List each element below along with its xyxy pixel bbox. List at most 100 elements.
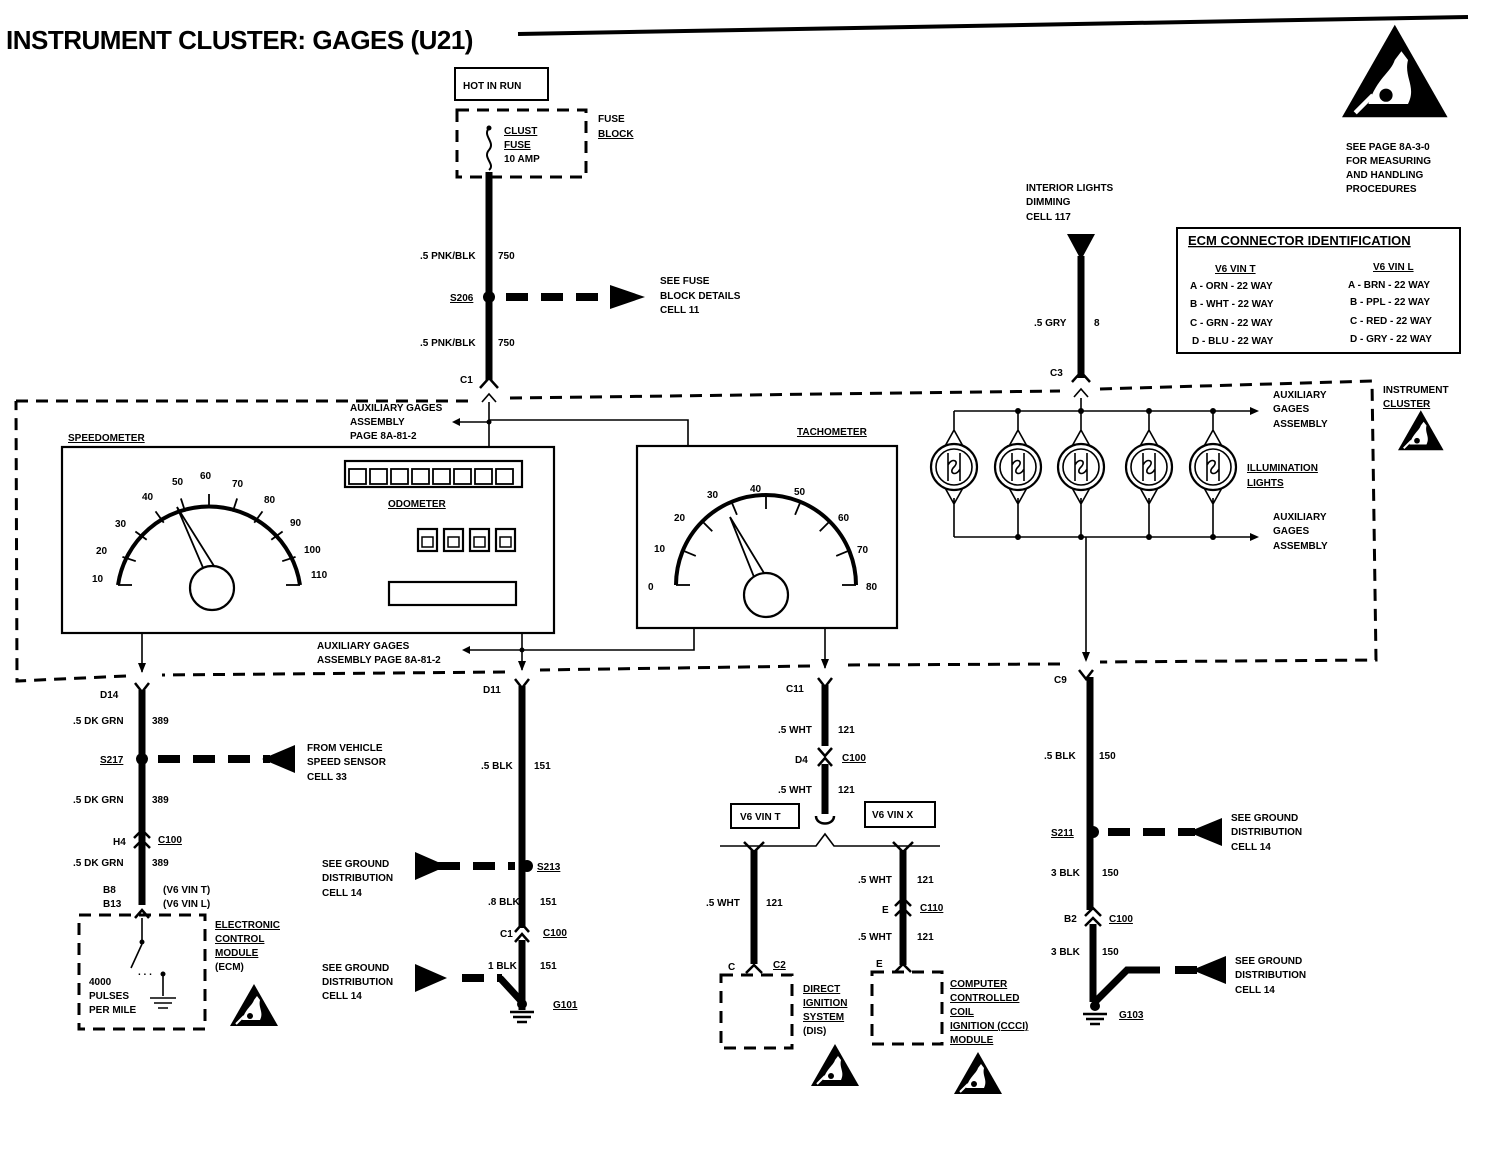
svg-text:SPEED SENSOR: SPEED SENSOR: [307, 757, 387, 768]
wire-750-bottom-color: .5 PNK/BLK: [420, 338, 476, 349]
wire-121-ccci-2-color: .5 WHT: [858, 932, 892, 943]
wire-150-1-color: .5 BLK: [1044, 751, 1076, 762]
dis-pin-c2: C2: [773, 960, 786, 971]
wire-121-1-color: .5 WHT: [778, 725, 812, 736]
speedometer-needle: [176, 506, 216, 572]
svg-text:GAGES: GAGES: [1273, 526, 1309, 537]
wire-151-2-color: .8 BLK: [488, 897, 520, 908]
svg-text:BLOCK DETAILS: BLOCK DETAILS: [660, 291, 741, 302]
wire-121-2-circuit: 121: [838, 785, 855, 796]
hot-in-run-label: HOT IN RUN: [463, 81, 521, 92]
gauge-tick: [281, 556, 296, 563]
gauge-tick: [154, 510, 165, 524]
ground-junction: [1092, 966, 1160, 1005]
wire-151-2-circuit: 151: [540, 897, 557, 908]
wire-750-top-color: .5 PNK/BLK: [420, 251, 476, 262]
see-ground-distribution-1: SEE GROUND DISTRIBUTION CELL 14: [322, 859, 393, 899]
svg-text:SEE GROUND: SEE GROUND: [1231, 813, 1298, 824]
esd-warning-icon: [810, 1043, 860, 1087]
dis-label: DIRECT IGNITION SYSTEM (DIS): [803, 984, 847, 1037]
svg-text:50: 50: [794, 487, 806, 498]
ecm-switch-icon: . . .: [130, 918, 176, 1009]
svg-text:70: 70: [232, 479, 244, 490]
svg-text:SYSTEM: SYSTEM: [803, 1012, 844, 1023]
svg-text:COMPUTER: COMPUTER: [950, 979, 1008, 990]
ccci-pin-e: E: [876, 959, 883, 970]
svg-text:AUXILIARY: AUXILIARY: [1273, 512, 1327, 523]
svg-text:ASSEMBLY: ASSEMBLY: [1273, 541, 1328, 552]
connector-d14-label: D14: [100, 690, 119, 701]
instrument-cluster-box: [14, 379, 1378, 683]
svg-text:LIGHTS: LIGHTS: [1247, 478, 1284, 489]
svg-text:ELECTRONIC: ELECTRONIC: [215, 920, 280, 931]
connector-c100-icon: [817, 747, 833, 767]
svg-text:B13: B13: [103, 899, 122, 910]
splice-s211-label: S211: [1051, 828, 1074, 839]
svg-text:DISTRIBUTION: DISTRIBUTION: [322, 873, 393, 884]
ground-icon: [510, 1010, 534, 1024]
ground-junction: [497, 975, 525, 1005]
connector-c100-icon: [514, 922, 530, 943]
connector-c100-icon: [1084, 906, 1102, 927]
svg-text:A - BRN - 22 WAY: A - BRN - 22 WAY: [1348, 280, 1430, 291]
connector-c110-icon: [894, 896, 912, 917]
svg-text:CELL 14: CELL 14: [322, 991, 362, 1002]
ecm-pins: B8 B13: [103, 885, 122, 910]
wire-150-3-circuit: 150: [1102, 947, 1119, 958]
see-ground-distribution-2: SEE GROUND DISTRIBUTION CELL 14: [322, 963, 393, 1002]
ecm-pin-notes: (V6 VIN T) (V6 VIN L): [163, 885, 210, 910]
wire-151-1-circuit: 151: [534, 761, 551, 772]
trip-digits: [416, 527, 517, 553]
arrow-right-icon: [415, 964, 447, 992]
bulb-icon: [929, 411, 979, 537]
ecm-table-title: ECM CONNECTOR IDENTIFICATION: [1188, 233, 1411, 248]
gauge-tick: [231, 498, 238, 513]
svg-text:CELL 33: CELL 33: [307, 772, 347, 783]
wire-389-2-color: .5 DK GRN: [73, 795, 124, 806]
speedometer-label: SPEEDOMETER: [68, 433, 145, 444]
wire-121-dis-circuit: 121: [766, 898, 783, 909]
tach-feed-line: [489, 419, 689, 446]
diagram-title: INSTRUMENT CLUSTER: GAGES (U21): [6, 25, 473, 55]
wire-150-2-circuit: 150: [1102, 868, 1119, 879]
svg-text:60: 60: [200, 471, 212, 482]
splice-s206: [483, 291, 495, 303]
wire-8-color: .5 GRY: [1034, 318, 1067, 329]
svg-text:110: 110: [311, 570, 328, 581]
svg-text:30: 30: [115, 519, 127, 530]
bulb-icon: [1188, 411, 1238, 537]
tach-ground-line: [522, 628, 695, 651]
svg-text:70: 70: [857, 545, 869, 556]
aux-top-arrow-icon: [452, 418, 460, 426]
connector-c1-label: C1: [460, 375, 473, 386]
fuse-block-label: FUSE BLOCK: [598, 114, 634, 140]
bulb-icon: [1056, 411, 1106, 537]
connector-c11-label: C11: [786, 684, 804, 695]
svg-text:IGNITION (CCCI): IGNITION (CCCI): [950, 1021, 1028, 1032]
wire-121-ccci-1-circuit: 121: [917, 875, 934, 886]
gauge-tick: [253, 510, 264, 524]
svg-text:40: 40: [142, 492, 154, 503]
connector-c3-label: C3: [1050, 368, 1063, 379]
svg-text:(V6 VIN L): (V6 VIN L): [163, 899, 210, 910]
svg-text:CELL 117: CELL 117: [1026, 212, 1071, 223]
svg-text:ILLUMINATION: ILLUMINATION: [1247, 463, 1318, 474]
svg-text:CLUSTER: CLUSTER: [1383, 399, 1431, 410]
arrow-left-icon: [1188, 818, 1222, 846]
svg-text:40: 40: [750, 484, 762, 495]
speedo-output-arrow-icon: [138, 663, 146, 673]
vin-x-label: V6 VIN X: [872, 810, 913, 821]
svg-text:D - BLU - 22 WAY: D - BLU - 22 WAY: [1192, 336, 1274, 347]
wire-389-1-color: .5 DK GRN: [73, 716, 124, 727]
arrow-right-icon: [610, 285, 645, 309]
gauge-tick: [270, 530, 284, 541]
wire-151-1-color: .5 BLK: [481, 761, 513, 772]
illumination-bulbs: [929, 408, 1238, 540]
arrow-right-icon: [415, 852, 447, 880]
speedometer-hub: [188, 564, 236, 612]
svg-text:CELL 14: CELL 14: [1235, 985, 1275, 996]
svg-text:B8: B8: [103, 885, 116, 896]
connector-c1-ground-label: C1: [500, 929, 513, 940]
wire-121-ccci-1-color: .5 WHT: [858, 875, 892, 886]
wire-389-2-circuit: 389: [152, 795, 169, 806]
